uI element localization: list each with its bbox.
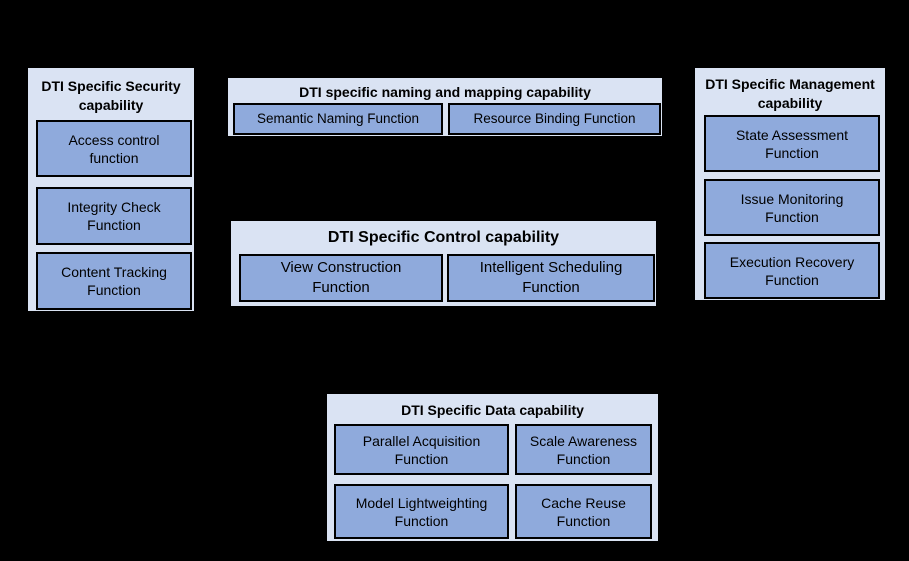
function-cache-reuse: Cache Reuse Function <box>515 484 652 539</box>
function-intelligent-scheduling: Intelligent Scheduling Function <box>447 254 655 302</box>
function-execution-recovery: Execution Recovery Function <box>704 242 880 299</box>
function-access-control: Access control function <box>36 120 192 177</box>
function-semantic-naming: Semantic Naming Function <box>233 103 443 135</box>
group-management-capability: DTI Specific Management capability State… <box>693 66 887 302</box>
function-scale-awareness: Scale Awareness Function <box>515 424 652 475</box>
security-capability-title: DTI Specific Security capability <box>41 78 181 113</box>
group-control-capability: DTI Specific Control capability View Con… <box>229 219 658 308</box>
group-security-capability: DTI Specific Security capability Access … <box>26 66 196 313</box>
function-resource-binding: Resource Binding Function <box>448 103 661 135</box>
function-view-construction: View Construction Function <box>239 254 443 302</box>
group-data-capability: DTI Specific Data capability Parallel Ac… <box>325 392 660 543</box>
group-naming-mapping-capability: DTI specific naming and mapping capabili… <box>226 76 664 138</box>
control-capability-title: DTI Specific Control capability <box>327 229 560 246</box>
function-model-lightweighting: Model Lightweighting Function <box>334 484 509 539</box>
function-issue-monitoring: Issue Monitoring Function <box>704 179 880 236</box>
management-capability-title: DTI Specific Management capability <box>705 76 875 111</box>
data-capability-title: DTI Specific Data capability <box>401 402 584 418</box>
naming-mapping-capability-title: DTI specific naming and mapping capabili… <box>299 84 591 100</box>
function-state-assessment: State Assessment Function <box>704 115 880 172</box>
function-parallel-acquisition: Parallel Acquisition Function <box>334 424 509 475</box>
function-content-tracking: Content Tracking Function <box>36 252 192 310</box>
function-integrity-check: Integrity Check Function <box>36 187 192 245</box>
